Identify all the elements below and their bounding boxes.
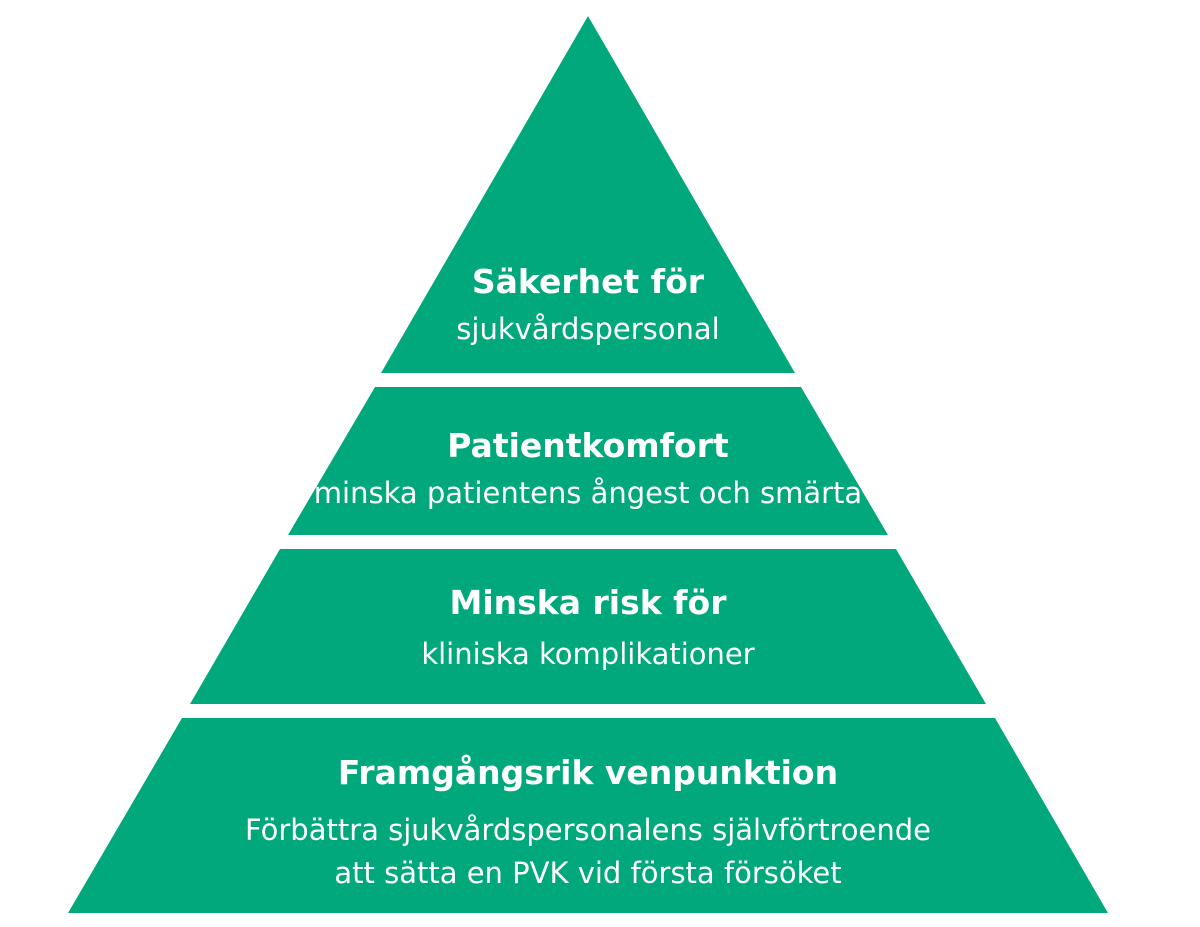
tier-title: Säkerhet för (472, 262, 705, 301)
tier-title: Minska risk för (450, 583, 728, 622)
pyramid-tier-base: Framgångsrik venpunktion Förbättra sjukv… (68, 718, 1108, 913)
tier-subtitle: kliniska komplikationer (421, 637, 754, 671)
pyramid-tier-top: Säkerhet för sjukvårdspersonal (381, 16, 795, 373)
tier-subtitle: minska patientens ångest och smärta (314, 476, 862, 510)
tier-shape (288, 387, 888, 535)
tier-subtitle: sjukvårdspersonal (456, 312, 719, 346)
pyramid-tier-third: Minska risk för kliniska komplikationer (190, 549, 986, 704)
tier-subtitle: Förbättra sjukvårdspersonalens självfört… (245, 813, 931, 847)
pyramid-tier-second: Patientkomfort minska patientens ångest … (288, 387, 888, 535)
tier-title: Patientkomfort (447, 426, 729, 465)
tier-shape (190, 549, 986, 704)
tier-subtitle-line-2: att sätta en PVK vid första försöket (334, 856, 841, 890)
tier-title: Framgångsrik venpunktion (338, 753, 838, 792)
tier-shape (68, 718, 1108, 913)
tier-shape (381, 16, 795, 373)
